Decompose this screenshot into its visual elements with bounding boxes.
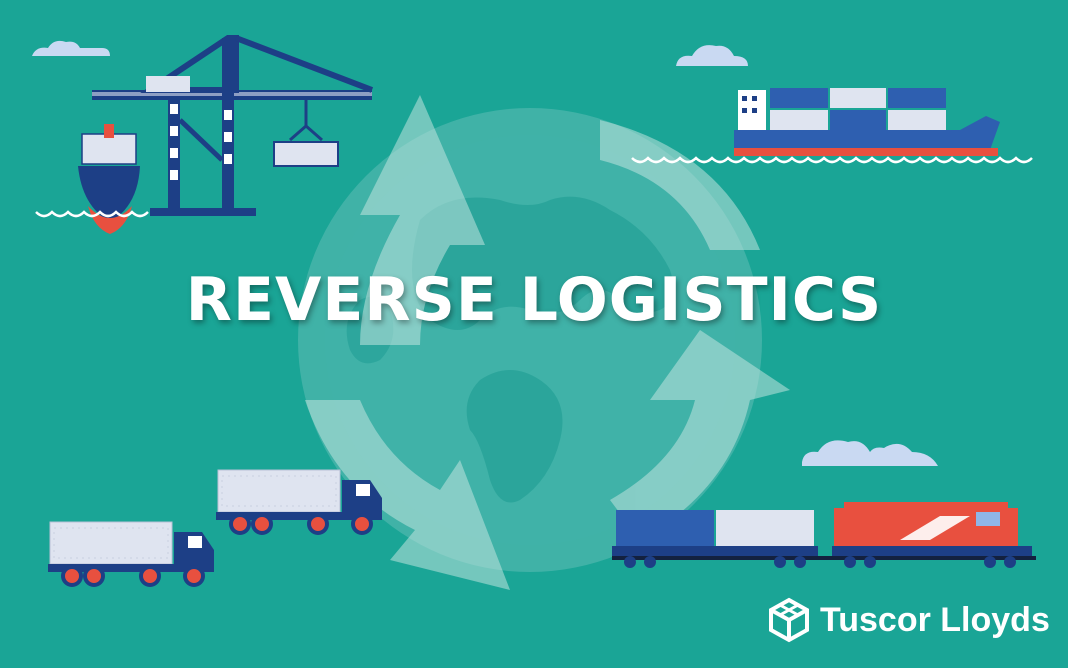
cloud-icon: [32, 40, 110, 56]
cargo-ship-icon: [35, 124, 149, 234]
container-ship-icon: [631, 88, 1033, 164]
brand-name: Tuscor Lloyds: [820, 601, 1050, 639]
brand-logo[interactable]: Tuscor Lloyds: [766, 594, 1056, 646]
cloud-icon: [676, 45, 748, 66]
recycle-arrows-icon: [305, 95, 790, 590]
cube-mark-icon: [769, 597, 809, 643]
freight-train-icon: [612, 502, 1036, 568]
headline: REVERSE LOGISTICS: [185, 265, 883, 335]
container-truck-icon: [216, 469, 382, 535]
port-crane-icon: [92, 35, 374, 216]
cloud-icon: [802, 440, 938, 466]
container-truck-icon: [48, 521, 214, 587]
